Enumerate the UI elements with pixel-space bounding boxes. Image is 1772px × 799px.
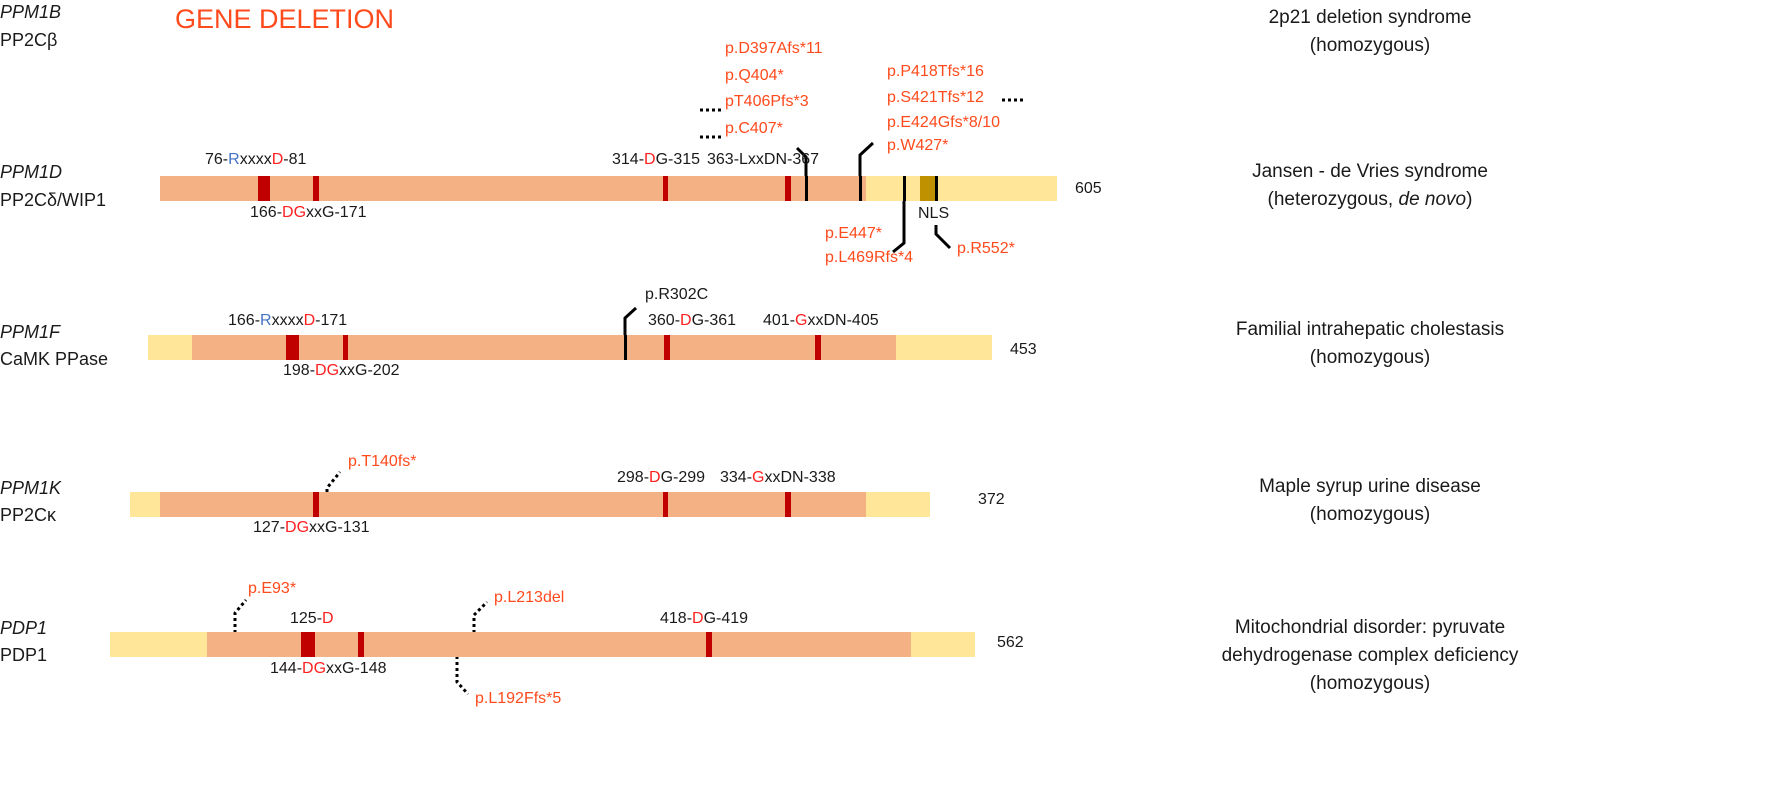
motif-label: 76-RxxxxD-81 — [205, 151, 307, 168]
catalytic-domain — [160, 492, 866, 517]
mutation-label: p.E93* — [248, 580, 297, 597]
protein-label: PP2Cβ — [0, 30, 58, 50]
length-label: 605 — [1075, 180, 1102, 197]
mutation-label: p.E447* — [825, 225, 882, 242]
mutation-label: p.P418Tfs*16 — [887, 63, 984, 80]
protein-label: PDP1 — [0, 645, 48, 665]
motif-label: 166-RxxxxD-171 — [228, 312, 348, 329]
nls-region — [920, 176, 936, 201]
motif-label: 198-DGxxG-202 — [283, 362, 400, 379]
length-label: 372 — [978, 491, 1005, 508]
gene-label: PPM1D — [0, 162, 63, 182]
motif-label: 418-DG-419 — [660, 610, 749, 627]
motif-mark — [358, 632, 364, 657]
mutation-label: p.L213del — [494, 589, 565, 606]
motif-mark — [663, 176, 668, 201]
protein-label: CaMK PPase — [0, 349, 109, 369]
motif-mark — [663, 492, 668, 517]
disease-line: Jansen - de Vries syndrome — [1252, 161, 1488, 182]
motif-label: 298-DG-299 — [617, 469, 706, 486]
motif-label: 334-GxxDN-338 — [720, 469, 836, 486]
mutation-label: p.T140fs* — [348, 453, 417, 470]
mutation-label: p.D397Afs*11 — [725, 40, 823, 57]
motif-mark — [286, 335, 299, 360]
c-terminal-region — [866, 176, 1057, 201]
disease-label: Mitochondrial disorder: pyruvate dehydrog… — [1180, 614, 1560, 698]
disease-line: (homozygous) — [1309, 35, 1431, 56]
mutation-label: p.W427* — [887, 137, 949, 154]
motif-mark — [301, 632, 315, 657]
gene-label: PPM1B — [0, 2, 62, 22]
protein-label: PP2Cκ — [0, 505, 57, 525]
motif-label: 360-DG-361 — [648, 312, 737, 329]
disease-line: 2p21 deletion syndrome — [1268, 7, 1472, 28]
mutation-label: p.L469Rfs*4 — [825, 249, 914, 266]
motif-label: 314-DG-315 — [612, 151, 701, 168]
disease-label: 2p21 deletion syndrome (homozygous) — [1180, 4, 1560, 60]
title: GENE DELETION — [175, 4, 395, 34]
catalytic-domain — [207, 632, 911, 657]
disease-line: (homozygous) — [1309, 673, 1431, 694]
motif-mark — [313, 492, 319, 517]
mutation-mark — [805, 176, 808, 201]
mutation-label: p.R552* — [957, 240, 1015, 257]
motif-label: 127-DGxxG-131 — [253, 519, 370, 536]
connector-line — [934, 225, 952, 250]
disease-line: (homozygous) — [1309, 347, 1431, 368]
length-label: 453 — [1010, 341, 1037, 358]
motif-label: 363-LxxDN-367 — [707, 151, 820, 168]
length-label: 562 — [997, 634, 1024, 651]
mutation-mark — [859, 176, 862, 201]
motif-label: 166-DGxxG-171 — [250, 204, 367, 221]
disease-label: Jansen - de Vries syndrome(heterozygous,… — [1180, 158, 1560, 214]
motif-mark — [785, 176, 791, 201]
motif-label: 125-D — [290, 610, 334, 627]
mutation-label: pT406Pfs*3 — [725, 93, 809, 110]
motif-mark — [664, 335, 670, 360]
motif-mark — [258, 176, 270, 201]
disease-line: dehydrogenase complex deficiency — [1221, 645, 1519, 666]
catalytic-domain — [192, 335, 896, 360]
disease-line: Maple syrup urine disease — [1259, 476, 1481, 497]
disease-line: (homozygous) — [1309, 504, 1431, 525]
mutation-mark — [935, 176, 938, 201]
mutation-label: p.L192Ffs*5 — [475, 690, 562, 707]
mutation-mark — [903, 176, 906, 201]
motif-label: 401-GxxDN-405 — [763, 312, 879, 329]
motif-mark — [343, 335, 348, 360]
disease-label: Familial intrahepatic cholestasis (homozy… — [1180, 316, 1560, 372]
gene-label: PPM1K — [0, 478, 62, 498]
dotted-line — [455, 632, 470, 696]
mutation-label: p.S421Tfs*12 — [887, 89, 984, 106]
disease-line: Familial intrahepatic cholestasis — [1235, 319, 1505, 340]
mutation-label: p.Q404* — [725, 67, 784, 84]
mutation-mark — [624, 335, 627, 360]
motif-mark — [785, 492, 791, 517]
mutation-label: p.R302C — [645, 286, 709, 303]
mutation-label: p.E424Gfs*8/10 — [887, 114, 1000, 131]
mutation-label: p.C407* — [725, 120, 783, 137]
nls-label: NLS — [918, 205, 950, 222]
protein-label: PP2Cδ/WIP1 — [0, 190, 107, 210]
catalytic-domain — [160, 176, 866, 201]
disease-label: Maple syrup urine disease (homozygous) — [1180, 473, 1560, 529]
gene-label: PPM1F — [0, 322, 61, 342]
motif-mark — [706, 632, 712, 657]
motif-mark — [815, 335, 821, 360]
disease-line: Mitochondrial disorder: pyruvate — [1234, 617, 1506, 638]
motif-label: 144-DGxxG-148 — [270, 660, 387, 677]
motif-mark — [313, 176, 319, 201]
gene-label: PDP1 — [0, 618, 48, 638]
